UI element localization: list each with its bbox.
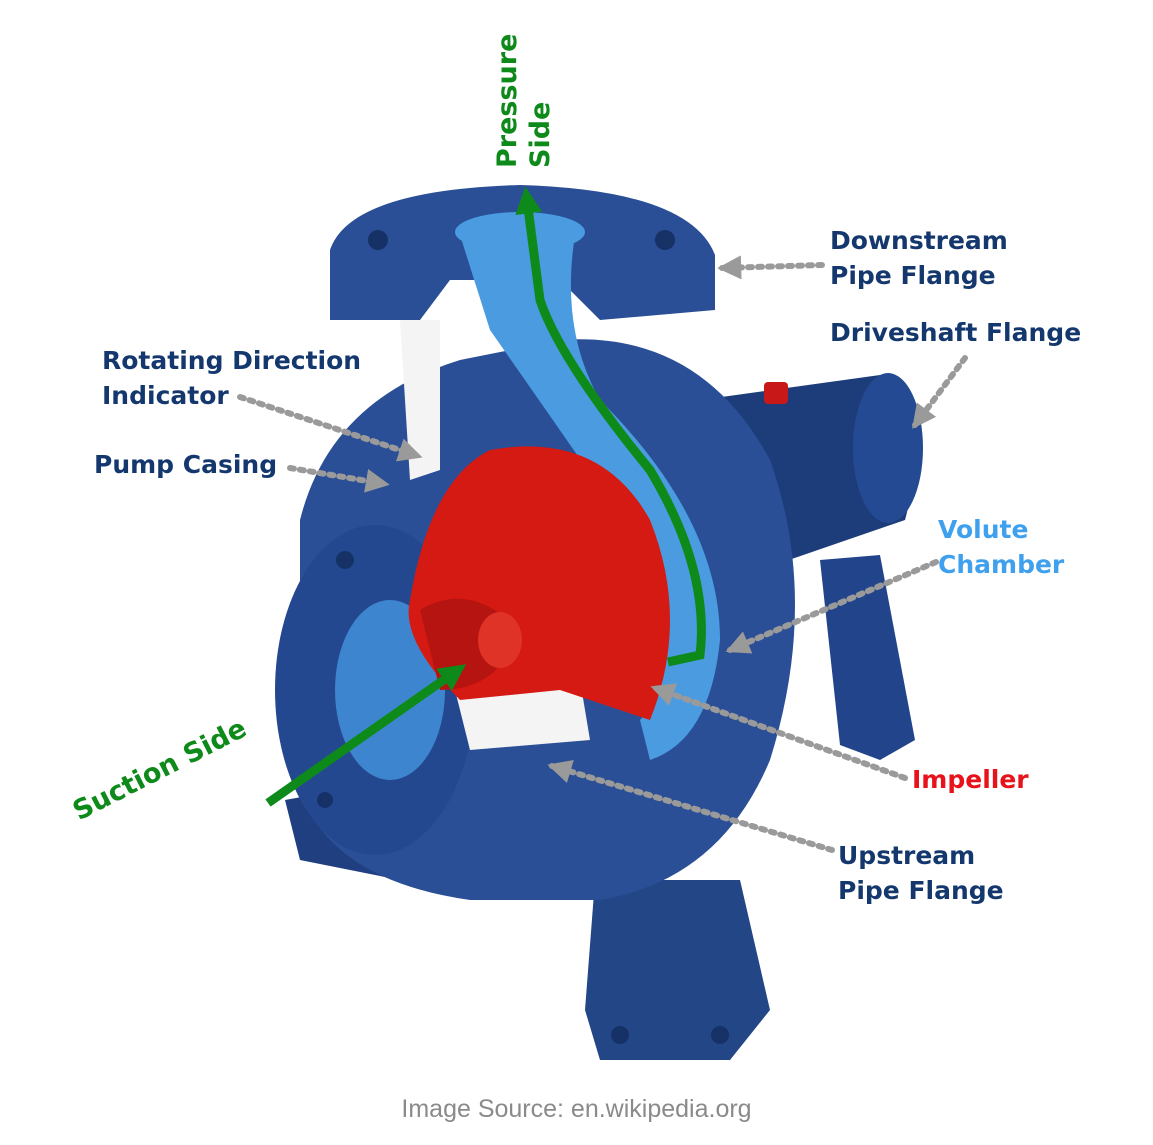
rotating-direction-indicator-label: Rotating Direction Indicator (102, 343, 361, 413)
volute-channel (460, 235, 720, 760)
bolt-hole (711, 1026, 729, 1044)
pressure-side-label: Pressure Side (491, 22, 571, 172)
cut-face-lower (455, 680, 590, 750)
impeller-eye (478, 612, 522, 668)
downstream-pipe-flange-label: Downstream Pipe Flange (830, 223, 1008, 293)
bolt-hole (368, 230, 388, 250)
pointer-arrows (237, 255, 968, 853)
downstream-pipe-flange-label-line2: Pipe Flange (830, 261, 996, 290)
rotating-direction-indicator-label-line1: Rotating Direction (102, 346, 362, 375)
bolt-hole (611, 1026, 629, 1044)
upstream-pipe-flange-label-line2: Pipe Flange (838, 876, 1004, 905)
pointer-downstream-flange (717, 255, 825, 280)
volute-chamber-label-line1: Volute (938, 515, 1029, 544)
driveshaft-flange-label-text: Driveshaft Flange (830, 318, 1082, 347)
pump-illustration (275, 185, 923, 1060)
pointer-driveshaft-flange (912, 355, 968, 429)
impeller-label-text: Impeller (912, 765, 1029, 794)
downstream-pipe-flange-label-line1: Downstream (830, 226, 1008, 255)
flow-arrows (265, 186, 706, 807)
suction-flow-arrow (265, 664, 467, 807)
rotating-direction-indicator-label-line2: Indicator (102, 381, 229, 410)
discharge-flow-arrow (515, 186, 706, 667)
driveshaft-flange-label: Driveshaft Flange (830, 315, 1081, 350)
pressure-side-label-line1: Pressure (492, 33, 523, 168)
driveshaft-flange-shape (853, 373, 923, 523)
pointer-rotating-direction (237, 394, 423, 462)
pointer-pump-casing (287, 465, 390, 493)
rear-foot (585, 880, 770, 1060)
volute-chamber-label: Volute Chamber (938, 512, 1064, 582)
upstream-pipe-flange-label-line1: Upstream (838, 841, 976, 870)
bolt-hole (336, 551, 354, 569)
pump-casing-label-text: Pump Casing (94, 450, 278, 479)
image-source-caption: Image Source: en.wikipedia.org (401, 1095, 752, 1123)
bolt-hole (317, 792, 333, 808)
pressure-side-label-line2: Side (525, 101, 556, 168)
pointer-volute-chamber (725, 559, 939, 654)
pointer-upstream-flange (547, 760, 835, 853)
impeller-label: Impeller (912, 762, 1029, 797)
upstream-pipe-flange-label: Upstream Pipe Flange (838, 838, 1004, 908)
bolt-hole (655, 230, 675, 250)
volute-chamber-label-line2: Chamber (938, 550, 1065, 579)
pointer-impeller (650, 683, 908, 781)
side-support (820, 555, 915, 760)
vent-plug (764, 382, 788, 404)
pump-casing-label: Pump Casing (94, 447, 277, 482)
